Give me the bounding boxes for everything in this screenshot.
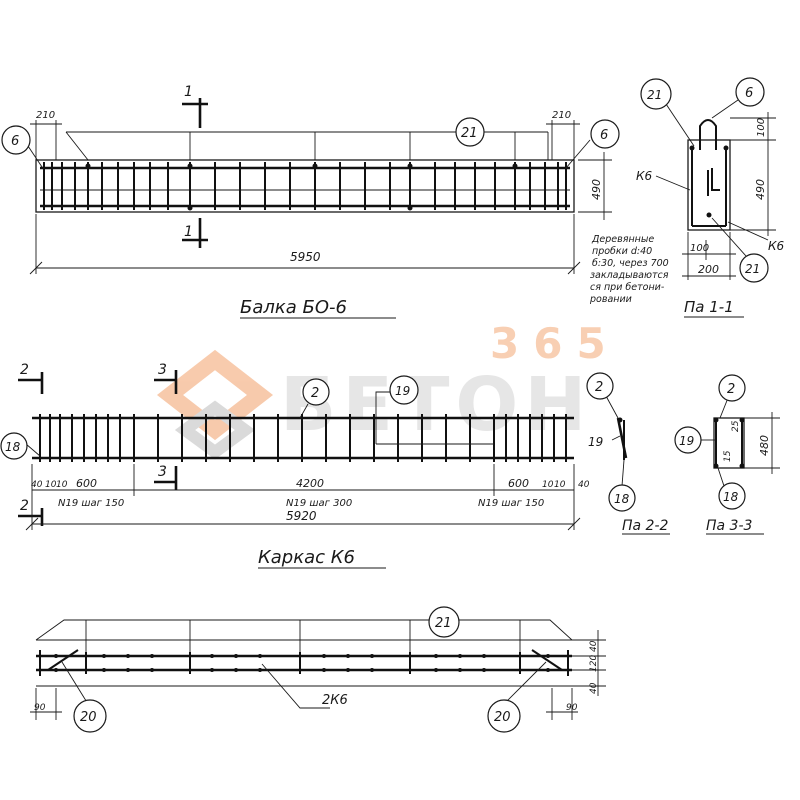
frame-k6-step-left: N19 шаг 150 (58, 498, 124, 509)
section-1-1-dim-top: 100 (756, 118, 767, 137)
section-3-3-title: Па 3-3 (706, 518, 752, 534)
plan-dim-right-top: 40 (589, 640, 599, 652)
section-3-3-dim-a: 25 (731, 420, 741, 432)
frame-k6-callout-18: 18 (5, 440, 21, 454)
section-3-3-callout-18: 18 (723, 490, 739, 504)
watermark-logo-icon (156, 349, 274, 460)
plan-callout-20-right: 20 (494, 710, 511, 725)
beam-section-mark-bottom: 1 (184, 224, 193, 240)
section-1-1-note-line-1: Деревянные (591, 234, 654, 245)
section-1-1-label-k6-left: К6 (636, 169, 653, 183)
frame-k6-small-dim-right-2: 10 (554, 480, 566, 490)
beam-end-offset-left: 210 (36, 110, 55, 121)
plan-callout-20-left: 20 (80, 710, 97, 725)
section-3-3-callout-2: 2 (727, 382, 735, 397)
section-1-1-note-line-6: ровании (589, 294, 632, 305)
section-1-1-note-line-4: закладываются (590, 270, 669, 281)
beam-height-dim: 490 (590, 179, 603, 200)
frame-k6-small-dim-right-3: 40 (578, 480, 590, 490)
beam-title: Балка БО-6 (240, 297, 347, 318)
plan-dim-left: 90 (34, 703, 46, 713)
frame-k6-side-600-left: 600 (76, 477, 97, 490)
beam-length-dim: 5950 (290, 250, 321, 264)
frame-k6-section-mark-3-top: 3 (158, 362, 167, 378)
plan-label-2k6: 2К6 (322, 693, 348, 708)
frame-k6-section-mark-2-bottom: 2 (20, 498, 29, 514)
section-3-3: 480 25 15 2 19 18 Па 3-3 (674, 374, 780, 535)
frame-k6-small-dim-left-1: 40 (31, 480, 43, 490)
beam-callout-6-left: 6 (11, 134, 19, 149)
section-3-3-dim-total: 480 (758, 435, 771, 456)
plan-bars (85, 652, 521, 674)
frame-k6-section-mark-2-top: 2 (20, 362, 29, 378)
section-1-1-note-line-3: б:30, через 700 (592, 258, 669, 269)
section-1-1-note-line-2: пробки d:40 (592, 246, 652, 257)
section-2-2: 2 19 18 Па 2-2 (586, 372, 670, 535)
section-1-1-callout-21-top: 21 (647, 88, 662, 102)
frame-k6-step-mid: N19 шаг 300 (286, 498, 352, 509)
watermark: 365 БЕТОН (156, 319, 620, 460)
frame-k6-title: Каркас К6 (258, 547, 355, 568)
watermark-word: БЕТОН (280, 362, 592, 448)
section-2-2-callout-18: 18 (614, 492, 630, 506)
frame-k6-stirrups (39, 414, 567, 462)
frame-k6-small-dim-right-1: 10 (542, 480, 554, 490)
section-3-3-callout-19: 19 (679, 434, 694, 448)
frame-k6-callout-2: 2 (311, 386, 319, 401)
beam-callout-6-right: 6 (600, 128, 608, 143)
plan-dim-right: 90 (566, 703, 578, 713)
section-2-2-title: Па 2-2 (622, 518, 669, 534)
section-1-1-callout-21-bottom: 21 (745, 262, 760, 276)
plan-dim-right-mid: 120 (589, 655, 599, 672)
section-1-1: 100 490 100 200 К6 К6 21 6 21 Деревянные… (589, 77, 785, 318)
beam-elevation: 5950 490 210 210 1 1 6 6 21 Балка БО-6 (1, 84, 620, 319)
watermark-number: 365 (490, 319, 620, 368)
section-3-3-dim-b: 15 (723, 450, 733, 462)
plan-dim-right-bottom: 40 (589, 682, 599, 694)
frame-k6-step-right: N19 шаг 150 (478, 498, 544, 509)
plan-view: 21 2К6 20 20 90 90 40 120 40 (30, 606, 606, 733)
frame-k6-side-600-right: 600 (508, 477, 529, 490)
section-1-1-title: Па 1-1 (684, 298, 734, 316)
frame-k6-length: 5920 (286, 509, 317, 523)
frame-k6-small-dim-left-2: 10 (45, 480, 57, 490)
frame-k6-mid-span: 4200 (296, 477, 324, 490)
section-2-2-callout-19: 19 (588, 435, 603, 449)
plan-dots (54, 654, 550, 672)
section-1-1-callout-6: 6 (745, 86, 753, 101)
frame-k6-section-mark-3-bottom: 3 (158, 464, 167, 480)
section-1-1-dim-inner: 100 (690, 243, 709, 254)
section-1-1-dim-width: 200 (698, 263, 719, 276)
section-1-1-label-k6-right: К6 (768, 239, 785, 253)
beam-end-offset-right: 210 (552, 110, 571, 121)
beam-callout-21: 21 (461, 126, 478, 141)
frame-k6-elevation: 19 2 18 2 2 3 3 40 10 10 600 4200 600 10 (0, 362, 590, 569)
section-1-1-note-line-5: ся при бетони- (590, 282, 665, 293)
plan-callout-21: 21 (435, 616, 452, 631)
frame-k6-small-dim-left-3: 10 (56, 480, 68, 490)
frame-k6-callout-19: 19 (395, 384, 410, 398)
beam-section-mark-top: 1 (184, 84, 193, 100)
section-2-2-callout-2: 2 (595, 380, 603, 395)
section-1-1-dim-height: 490 (754, 179, 767, 200)
